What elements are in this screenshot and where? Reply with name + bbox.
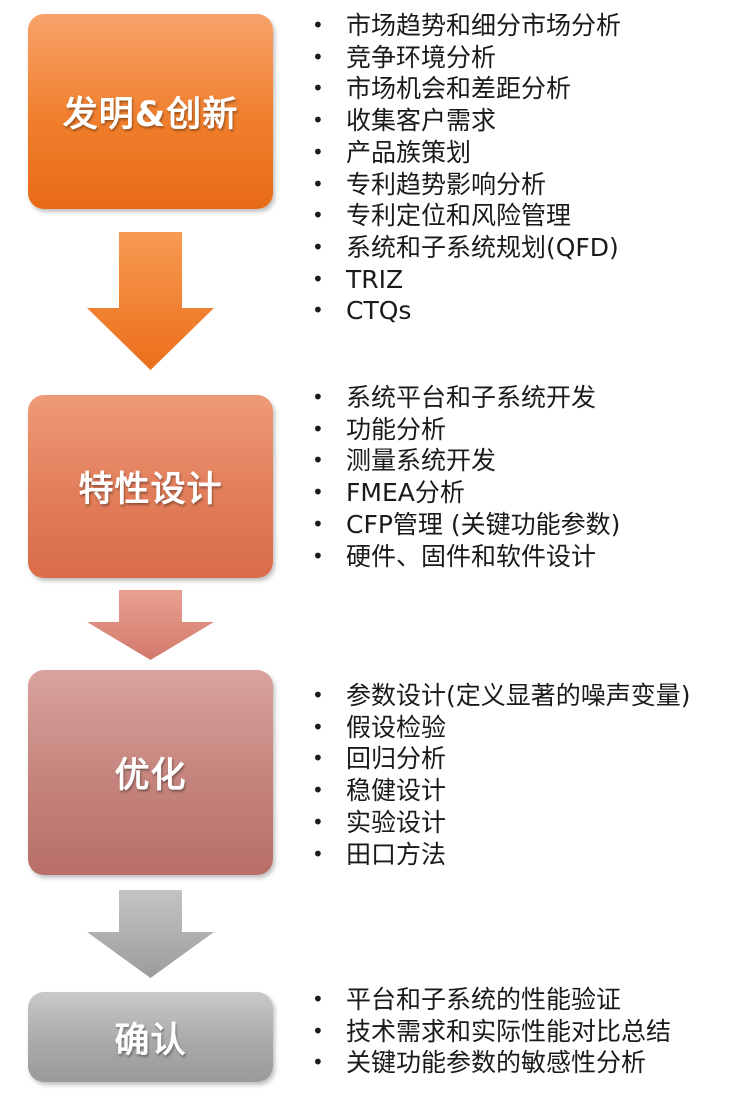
stage-label-feature-design: 特性设计 bbox=[78, 470, 223, 510]
down-arrow-icon bbox=[87, 590, 214, 660]
list-item: 假设检验 bbox=[308, 712, 691, 744]
list-item: CFP管理 (关键功能参数) bbox=[308, 509, 620, 541]
stage-items-verification: 平台和子系统的性能验证 技术需求和实际性能对比总结 关键功能参数的敏感性分析 bbox=[308, 984, 671, 1079]
list-item: 专利趋势影响分析 bbox=[308, 169, 621, 201]
list-item: 市场机会和差距分析 bbox=[308, 73, 621, 105]
down-arrow-icon bbox=[87, 232, 214, 370]
list-item: 技术需求和实际性能对比总结 bbox=[308, 1016, 671, 1048]
stage-items-optimization: 参数设计(定义显著的噪声变量) 假设检验 回归分析 稳健设计 实验设计 田口方法 bbox=[308, 680, 691, 870]
list-item: 收集客户需求 bbox=[308, 105, 621, 137]
stage-items-feature-design: 系统平台和子系统开发 功能分析 测量系统开发 FMEA分析 CFP管理 (关键功… bbox=[308, 382, 620, 572]
list-item: 竞争环境分析 bbox=[308, 42, 621, 74]
stage-box-verification: 确认 bbox=[28, 992, 273, 1082]
stage-label-optimization: 优化 bbox=[114, 756, 187, 796]
list-item: 系统平台和子系统开发 bbox=[308, 382, 620, 414]
list-item: 田口方法 bbox=[308, 839, 691, 871]
list-item: 实验设计 bbox=[308, 807, 691, 839]
stage-box-invention: 发明&创新 bbox=[28, 14, 273, 209]
list-item: CTQs bbox=[308, 295, 621, 327]
stage-label-invention: 发明&创新 bbox=[62, 95, 239, 135]
stage-label-verification: 确认 bbox=[114, 1020, 187, 1061]
stage-box-optimization: 优化 bbox=[28, 670, 273, 875]
list-item: FMEA分析 bbox=[308, 477, 620, 509]
down-arrow-icon bbox=[87, 890, 214, 978]
list-item: TRIZ bbox=[308, 264, 621, 296]
list-item: 平台和子系统的性能验证 bbox=[308, 984, 671, 1016]
list-item: 硬件、固件和软件设计 bbox=[308, 541, 620, 573]
list-item: 参数设计(定义显著的噪声变量) bbox=[308, 680, 691, 712]
list-item: 关键功能参数的敏感性分析 bbox=[308, 1047, 671, 1079]
list-item: 功能分析 bbox=[308, 414, 620, 446]
list-item: 市场趋势和细分市场分析 bbox=[308, 10, 621, 42]
list-item: 专利定位和风险管理 bbox=[308, 200, 621, 232]
list-item: 回归分析 bbox=[308, 743, 691, 775]
list-item: 系统和子系统规划(QFD) bbox=[308, 232, 621, 264]
stage-items-invention: 市场趋势和细分市场分析 竞争环境分析 市场机会和差距分析 收集客户需求 产品族策… bbox=[308, 10, 621, 327]
list-item: 稳健设计 bbox=[308, 775, 691, 807]
list-item: 产品族策划 bbox=[308, 137, 621, 169]
list-item: 测量系统开发 bbox=[308, 445, 620, 477]
stage-box-feature-design: 特性设计 bbox=[28, 395, 273, 578]
